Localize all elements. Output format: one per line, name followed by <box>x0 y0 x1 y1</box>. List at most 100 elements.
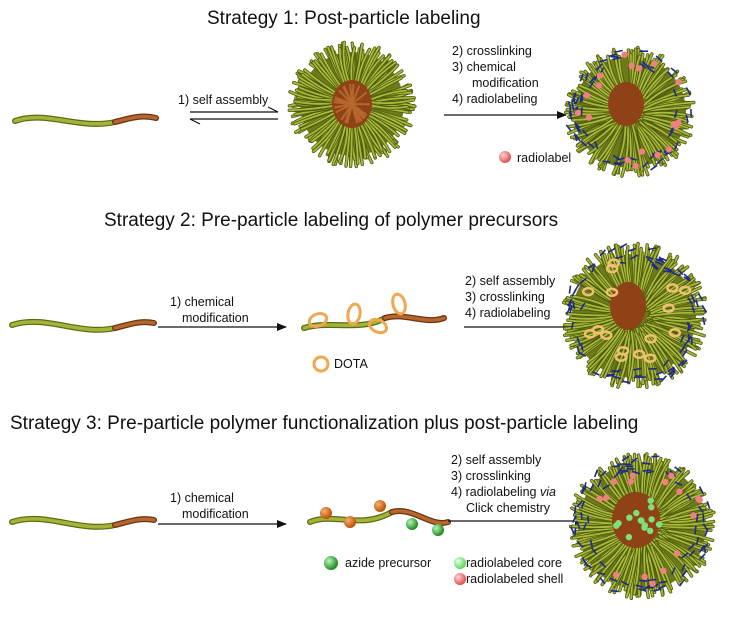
label-dot <box>673 550 681 557</box>
crosslink <box>574 527 577 536</box>
core-strand <box>351 103 367 119</box>
crosslink <box>613 375 622 380</box>
polymer-strand <box>598 123 622 161</box>
crosslink <box>688 549 696 557</box>
s1-polymer-chain <box>12 113 159 127</box>
crosslink <box>588 80 595 89</box>
polymer-strand <box>643 544 650 599</box>
polymer-strand <box>618 545 636 592</box>
crosslink <box>571 94 577 103</box>
polymer-strand <box>563 317 616 330</box>
s2-step4-label: 4) radiolabeling <box>465 306 551 320</box>
crosslink <box>615 255 624 260</box>
crosslink <box>580 342 584 351</box>
crosslink <box>580 140 588 147</box>
crosslink <box>599 561 607 568</box>
crosslink <box>681 552 689 559</box>
crosslink <box>576 541 584 548</box>
crosslink <box>572 514 577 523</box>
crosslink <box>606 373 616 376</box>
crosslink <box>570 321 575 330</box>
crosslink <box>610 589 619 593</box>
crosslink <box>685 336 692 344</box>
crosslink <box>703 545 707 554</box>
core-strand <box>333 101 353 105</box>
strategy2-title: Strategy 2: Pre-particle labeling of pol… <box>104 210 559 231</box>
crosslink <box>638 588 647 592</box>
crosslink <box>670 67 678 74</box>
label-dot <box>660 567 667 574</box>
polymer-strand <box>642 121 681 146</box>
crosslink <box>681 570 688 578</box>
crosslink <box>573 284 580 292</box>
crosslink <box>667 129 674 138</box>
crosslink <box>702 316 706 325</box>
crosslink <box>609 577 618 583</box>
crosslink <box>699 544 705 553</box>
polymer-strand <box>596 542 629 581</box>
polymer-strand <box>631 123 643 171</box>
label-dot <box>676 488 683 495</box>
crosslink <box>704 528 709 537</box>
crosslink <box>630 457 638 464</box>
core-strand <box>340 103 353 121</box>
crosslink <box>612 465 621 468</box>
crosslink <box>670 370 676 378</box>
crosslink <box>573 121 581 129</box>
crosslink <box>622 380 631 384</box>
crosslink <box>639 62 647 70</box>
dota-ring <box>607 258 621 268</box>
label-dot <box>654 151 661 158</box>
legend-shell-icon <box>454 573 466 585</box>
s1-micelle <box>287 40 417 169</box>
crosslink <box>633 374 642 379</box>
s3-step1a-label: 1) chemical <box>170 491 234 505</box>
dota-ring <box>605 287 619 297</box>
dota-ring <box>643 353 657 363</box>
dota-ring <box>616 346 630 356</box>
crosslink <box>664 150 673 156</box>
crosslink <box>645 470 654 474</box>
crosslink <box>602 484 610 490</box>
polymer-strand <box>646 277 690 309</box>
label-dot <box>621 51 628 58</box>
crosslink <box>602 160 611 163</box>
polymer-strand <box>641 69 669 101</box>
crosslink <box>706 500 711 510</box>
polymer-strand <box>654 541 693 577</box>
label-dot <box>650 60 658 67</box>
polymer-strand <box>656 509 712 524</box>
crosslink <box>683 276 692 282</box>
crosslink <box>567 298 573 307</box>
polymer-strand <box>641 101 695 112</box>
crosslink <box>695 536 700 545</box>
crosslink <box>574 134 581 142</box>
crosslink <box>579 73 584 82</box>
crosslink <box>580 500 586 509</box>
label-dot <box>647 497 654 504</box>
polymer-strand <box>576 120 618 147</box>
crosslink <box>599 249 607 257</box>
crosslink <box>614 161 623 165</box>
crosslink <box>573 505 577 514</box>
crosslink <box>678 579 685 587</box>
label-dot <box>626 514 633 521</box>
crosslink <box>681 563 686 572</box>
crosslink <box>591 264 596 273</box>
core-strand <box>338 89 353 105</box>
label-dot <box>675 119 682 126</box>
dota-ring <box>583 329 597 339</box>
label-dot <box>632 162 639 170</box>
crosslink <box>667 71 674 78</box>
crosslink <box>571 102 575 112</box>
polymer-strand <box>617 330 631 389</box>
crosslink <box>616 157 625 161</box>
crosslink <box>660 375 667 383</box>
crosslink <box>651 262 659 270</box>
polymer-strand <box>570 320 621 347</box>
crosslink <box>613 162 622 166</box>
dota-ring <box>668 328 682 338</box>
crosslink <box>674 481 683 486</box>
s2-labeled-particle <box>561 241 707 389</box>
polymer-strand <box>639 121 678 159</box>
